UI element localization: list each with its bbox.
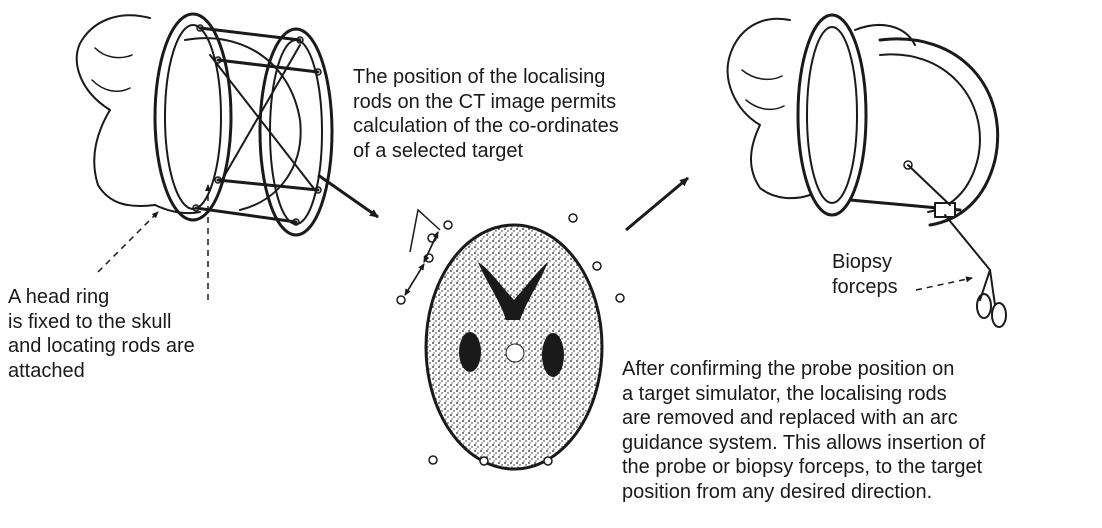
caption-line: calculation of the co-ordinates [353, 114, 619, 139]
caption-line: the probe or biopsy forceps, to the targ… [622, 455, 985, 480]
caption-line: guidance system. This allows insertion o… [622, 431, 985, 456]
caption-arc-guidance: After confirming the probe position on a… [622, 357, 985, 504]
arc-inner [880, 54, 980, 212]
ventricle-left [459, 332, 481, 372]
ct-image-illustration [397, 210, 624, 469]
caption-line: The position of the localising [353, 65, 619, 90]
caption-line: attached [8, 359, 195, 384]
rod-spacing-arrows [405, 210, 440, 295]
head-outline [77, 15, 155, 206]
caption-line: are removed and replaced with an arc [622, 406, 985, 431]
probe-shaft [908, 165, 950, 205]
target-marker [506, 344, 524, 362]
caption-line: forceps [832, 275, 898, 300]
caption-line: A head ring [8, 285, 195, 310]
ventricle-right [542, 333, 564, 377]
caption-line: a target simulator, the localising rods [622, 382, 985, 407]
forceps-leader [916, 278, 972, 290]
caption-line: position from any desired direction. [622, 480, 985, 505]
front-ring [155, 14, 231, 220]
caption-head-ring: A head ring is fixed to the skull and lo… [8, 285, 195, 383]
caption-localising-rods: The position of the localising rods on t… [353, 65, 619, 163]
caption-line: Biopsy [832, 250, 898, 275]
arrow-to-arc-frame [626, 178, 688, 230]
caption-biopsy-forceps: Biopsy forceps [832, 250, 898, 299]
forceps [945, 215, 995, 305]
front-ring-right [798, 15, 866, 215]
caption-line: and locating rods are [8, 334, 195, 359]
head-ring-frame-illustration [77, 14, 332, 235]
caption-line: of a selected target [353, 139, 619, 164]
caption-line: rods on the CT image permits [353, 90, 619, 115]
caption-line: After confirming the probe position on [622, 357, 985, 382]
arrow-to-ct [318, 175, 378, 217]
head-ring-leader-lines [98, 185, 208, 300]
caption-line: is fixed to the skull [8, 310, 195, 335]
